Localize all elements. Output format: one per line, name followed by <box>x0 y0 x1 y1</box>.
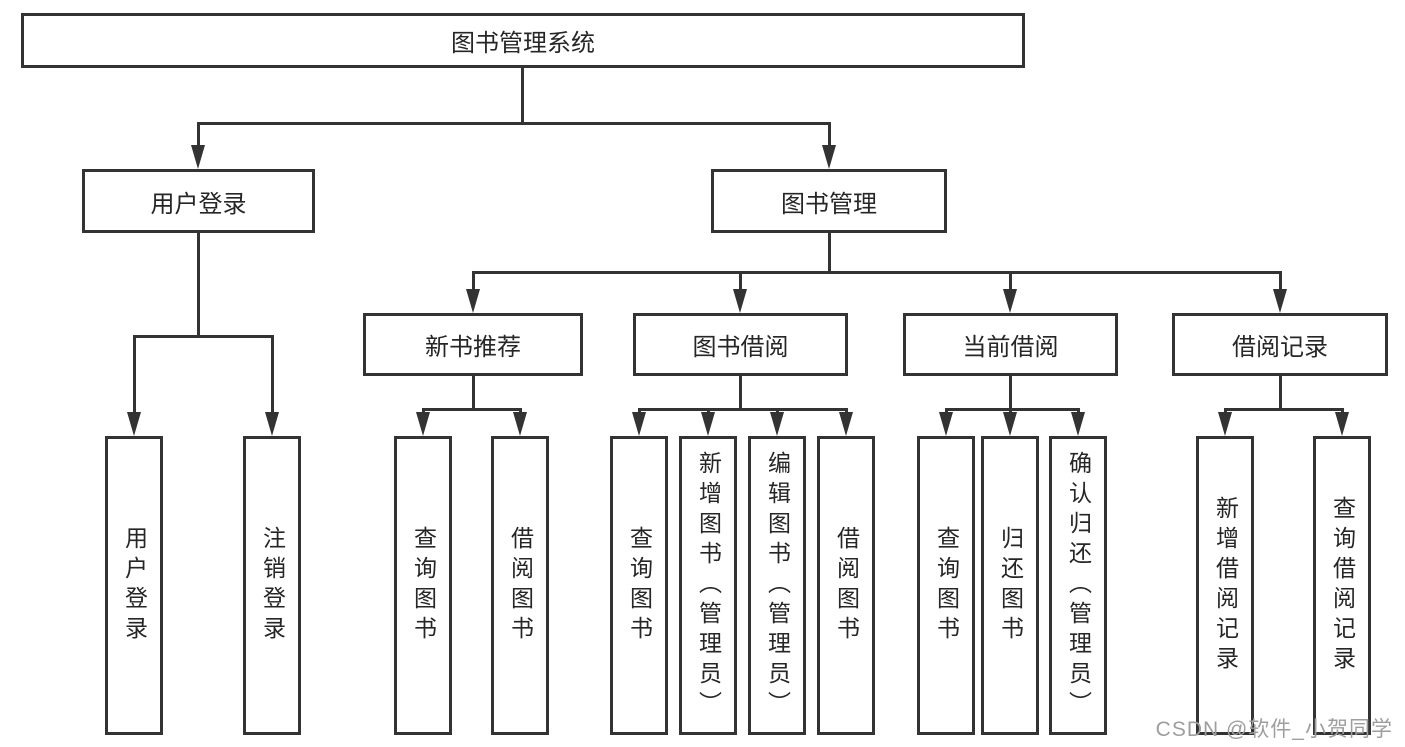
connector-drop-book-management <box>828 122 831 148</box>
connector-user-login-stem <box>197 233 200 338</box>
node-new-book-recommend: 新书推荐 <box>363 313 583 376</box>
connector-book-borrow-bar <box>638 408 848 411</box>
connector-drop-book-borrow <box>739 271 742 292</box>
connector-current-borrow-bar <box>945 408 1080 411</box>
arrow-down-icon <box>127 412 141 436</box>
connector-new-book-bar <box>422 408 522 411</box>
node-nb-borrow-book: 借阅图书 <box>491 436 549 735</box>
connector-user-login-bar <box>133 335 274 338</box>
arrow-down-icon <box>822 145 836 169</box>
connector-book-management-bar <box>472 271 1282 274</box>
arrow-down-icon <box>191 145 205 169</box>
arrow-down-icon <box>513 412 527 436</box>
connector-root-stem <box>521 68 524 125</box>
arrow-down-icon <box>839 412 853 436</box>
node-bb-edit-book-admin: 编辑图书（管理员） <box>748 436 806 735</box>
connector-drop-user-login <box>197 122 200 148</box>
connector-new-book-stem <box>472 376 475 411</box>
node-nb-query-book: 查询图书 <box>394 436 452 735</box>
node-leaf-user-login: 用户登录 <box>105 436 163 735</box>
node-book-borrow: 图书借阅 <box>633 313 848 376</box>
arrow-down-icon <box>939 412 953 436</box>
csdn-watermark: CSDN @软件_小贺同学 <box>1155 718 1393 741</box>
node-current-borrow: 当前借阅 <box>903 313 1118 376</box>
arrow-down-icon <box>1218 412 1232 436</box>
connector-drop-leaf-logout <box>271 335 274 414</box>
node-bb-add-book-admin: 新增图书（管理员） <box>679 436 737 735</box>
arrow-down-icon <box>1335 412 1349 436</box>
node-br-query-record: 查询借阅记录 <box>1313 436 1371 735</box>
connector-drop-new-book <box>472 271 475 292</box>
node-leaf-logout: 注销登录 <box>243 436 301 735</box>
arrow-down-icon <box>1003 289 1017 313</box>
node-cb-confirm-return-admin: 确认归还（管理员） <box>1049 436 1107 735</box>
node-bb-query-book: 查询图书 <box>610 436 668 735</box>
arrow-down-icon <box>1273 289 1287 313</box>
connector-borrow-record-bar <box>1224 408 1344 411</box>
node-borrow-record: 借阅记录 <box>1172 313 1388 376</box>
connector-drop-current-borrow <box>1009 271 1012 292</box>
connector-borrow-record-stem <box>1279 376 1282 411</box>
arrow-down-icon <box>701 412 715 436</box>
node-root: 图书管理系统 <box>21 13 1025 68</box>
arrow-down-icon <box>632 412 646 436</box>
connector-drop-leaf-user-login <box>133 335 136 414</box>
connector-book-borrow-stem <box>739 376 742 411</box>
connector-root-bar <box>197 122 831 125</box>
node-bb-borrow-book: 借阅图书 <box>817 436 875 735</box>
node-cb-return-book: 归还图书 <box>981 436 1039 735</box>
node-cb-query-book: 查询图书 <box>917 436 975 735</box>
connector-book-management-stem <box>828 233 831 274</box>
node-br-add-record: 新增借阅记录 <box>1196 436 1254 735</box>
arrow-down-icon <box>265 412 279 436</box>
node-user-login: 用户登录 <box>82 169 315 233</box>
arrow-down-icon <box>770 412 784 436</box>
arrow-down-icon <box>1071 412 1085 436</box>
arrow-down-icon <box>416 412 430 436</box>
node-book-management: 图书管理 <box>711 169 947 233</box>
arrow-down-icon <box>1003 412 1017 436</box>
arrow-down-icon <box>466 289 480 313</box>
arrow-down-icon <box>733 289 747 313</box>
connector-drop-borrow-record <box>1279 271 1282 292</box>
connector-current-borrow-stem <box>1009 376 1012 411</box>
